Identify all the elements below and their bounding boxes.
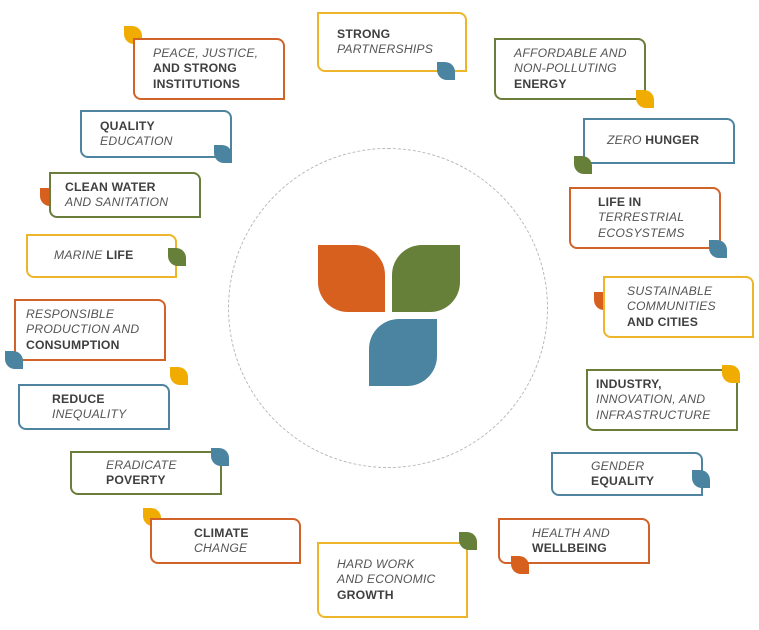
leaf-icon [636,90,654,108]
goal-hard-work: HARD WORK AND ECONOMIC GROWTH [317,542,468,618]
goal-label-bold: QUALITY [100,118,155,133]
goal-label-bold: POVERTY [106,473,166,487]
goal-label-italic: PRODUCTION AND [26,322,140,337]
goal-label-bold: AND CITIES [627,314,699,329]
goal-affordable-energy: AFFORDABLE AND NON-POLLUTING ENERGY [494,38,646,100]
goal-label-italic: ZERO [607,133,642,148]
goal-label-italic: GENDER [591,458,645,473]
leaf-icon [168,248,186,266]
goal-label-bold: AND STRONG [153,61,237,76]
goal-clean-water: CLEAN WATER AND SANITATION [49,172,201,218]
goal-label-bold: WELLBEING [532,541,607,555]
goal-label-italic: INEQUALITY [52,407,127,421]
goal-label-italic: ECOSYSTEMS [598,225,685,240]
goal-label-italic: HARD WORK [337,556,415,571]
goal-marine-life: MARINE LIFE [26,234,177,278]
goal-responsible-production: RESPONSIBLE PRODUCTION AND CONSUMPTION [14,299,166,361]
goal-gender-equality: GENDER EQUALITY [551,452,703,496]
goal-label-italic: MARINE [54,248,103,263]
goal-label-italic: SUSTAINABLE [627,283,713,298]
goal-reduce-inequality: REDUCE INEQUALITY [18,384,170,430]
goal-sustainable-communities: SUSTAINABLE COMMUNITIES AND CITIES [603,276,754,338]
orange-leaf [318,245,385,312]
goal-label-bold: LIFE IN [598,194,642,209]
leaf-icon [211,448,229,466]
blue-leaf [369,319,437,386]
goal-label-italic: NON-POLLUTING [514,61,617,76]
goal-peace-justice: PEACE, JUSTICE, AND STRONG INSTITUTIONS [133,38,285,100]
leaf-icon [511,556,529,574]
goal-label-bold: GROWTH [337,587,394,602]
goal-eradicate-poverty: ERADICATE POVERTY [70,451,222,495]
goal-label-italic: COMMUNITIES [627,299,716,314]
leaf-icon [709,240,727,258]
goal-label-italic: HEALTH AND [532,525,610,540]
goal-label-bold: INDUSTRY, [596,376,662,391]
leaf-icon [170,367,188,385]
goal-label-bold: CONSUMPTION [26,337,120,352]
goal-label-italic: RESPONSIBLE [26,306,115,321]
goal-label-bold: CLIMATE [194,525,249,540]
goal-label-bold: INSTITUTIONS [153,76,241,91]
goal-label-italic: EDUCATION [100,134,173,148]
goal-label-bold: LIFE [106,248,134,263]
leaf-icon [722,365,740,383]
goal-label-bold: ENERGY [514,76,567,91]
goal-quality-education: QUALITY EDUCATION [80,110,232,158]
green-leaf [392,245,460,312]
goal-label-italic: TERRESTRIAL [598,210,685,225]
goal-life-terrestrial: LIFE IN TERRESTRIAL ECOSYSTEMS [569,187,721,249]
leaf-icon [214,145,232,163]
goal-climate-change: CLIMATE CHANGE [150,518,301,564]
goal-label-bold: EQUALITY [591,474,655,488]
leaf-icon [692,470,710,488]
three-leaf-logo [318,245,460,386]
goal-label-bold: STRONG [337,26,391,41]
leaf-icon [437,62,455,80]
goal-label-italic: PARTNERSHIPS [337,42,434,56]
goal-label-italic: AND ECONOMIC [337,572,436,587]
goal-label-italic: INNOVATION, AND [596,392,706,407]
goal-label-italic: PEACE, JUSTICE, [153,45,259,60]
goal-label-italic: INFRASTRUCTURE [596,407,711,422]
goal-label-italic: CHANGE [194,541,248,555]
dashed-circle [228,148,548,468]
goal-label-bold: REDUCE [52,391,105,406]
goal-zero-hunger: ZERO HUNGER [583,118,735,164]
leaf-icon [5,351,23,369]
leaf-icon [459,532,477,550]
goal-label-italic: AND SANITATION [65,195,169,209]
goal-label-bold: CLEAN WATER [65,179,156,194]
goal-label-italic: ERADICATE [106,457,177,472]
goal-label-italic: AFFORDABLE AND [514,45,627,60]
leaf-icon [574,156,592,174]
goal-industry: INDUSTRY, INNOVATION, AND INFRASTRUCTURE [586,369,738,431]
goal-label-bold: HUNGER [645,133,700,148]
